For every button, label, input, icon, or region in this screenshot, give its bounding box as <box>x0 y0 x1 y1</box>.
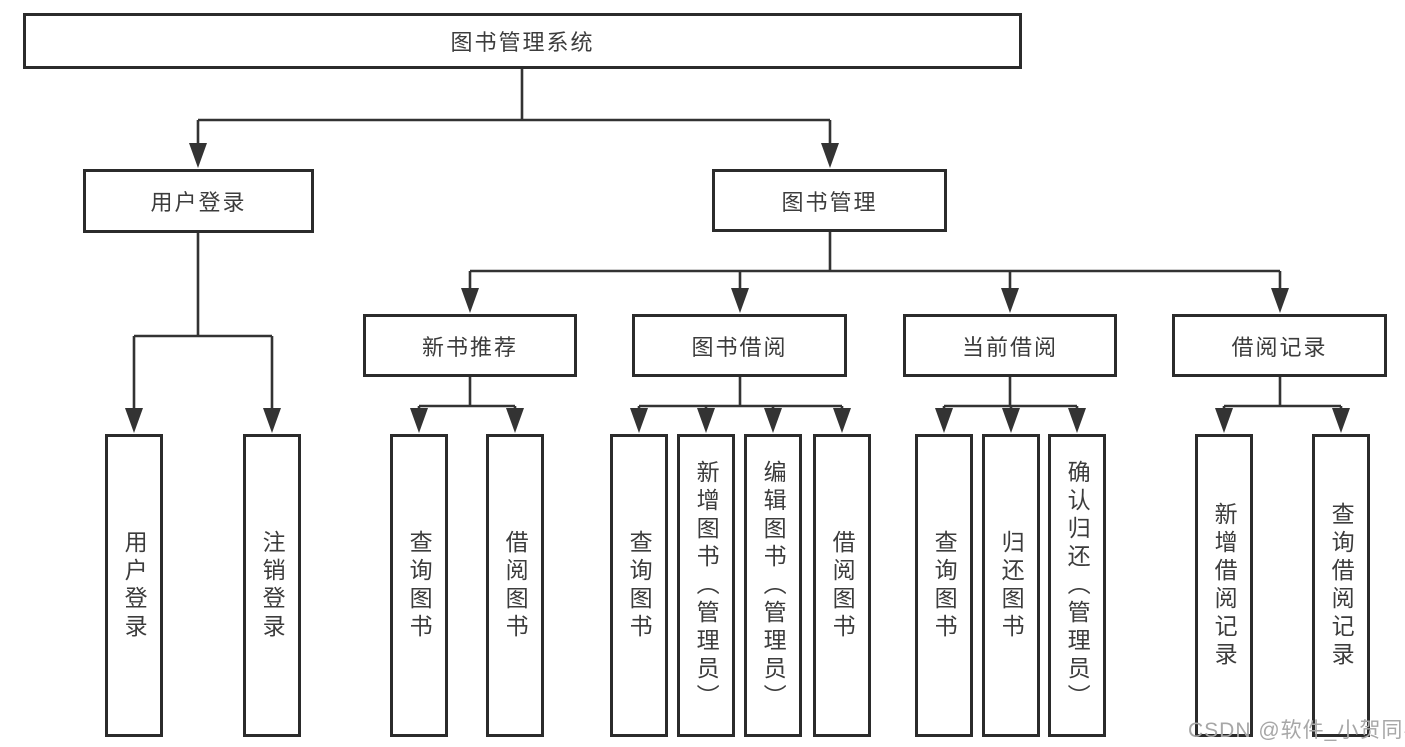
node-user-login: 用户登录 <box>83 169 314 233</box>
connector-user-login-to-leaves <box>125 233 281 433</box>
leaf-edit-books-admin-label: 编辑图书（管理员） <box>760 459 787 712</box>
node-book-borrow: 图书借阅 <box>632 314 847 377</box>
leaf-query-books-borrow-label: 查询图书 <box>626 529 653 642</box>
leaf-query-books-current-label: 查询图书 <box>931 529 958 642</box>
leaf-logout-label: 注销登录 <box>259 529 286 642</box>
node-book-management-label: 图书管理 <box>781 189 878 215</box>
connector-book-management-to-level3 <box>461 232 1289 313</box>
node-root-system: 图书管理系统 <box>23 13 1022 69</box>
connector-root-to-level2 <box>189 69 839 168</box>
leaf-confirm-return-admin: 确认归还（管理员） <box>1048 434 1106 737</box>
node-new-book-recommend-label: 新书推荐 <box>421 334 518 360</box>
node-borrow-record: 借阅记录 <box>1172 314 1387 377</box>
node-new-book-recommend: 新书推荐 <box>363 314 577 377</box>
leaf-query-borrow-record-label: 查询借阅记录 <box>1328 501 1355 670</box>
connector-borrow-record-to-leaves <box>1215 377 1350 433</box>
leaf-return-books: 归还图书 <box>982 434 1040 737</box>
connector-book-borrow-to-leaves <box>630 377 851 433</box>
leaf-borrow-books-recommend: 借阅图书 <box>486 434 544 737</box>
leaf-user-login: 用户登录 <box>105 434 163 737</box>
leaf-query-borrow-record: 查询借阅记录 <box>1312 434 1370 737</box>
connector-current-borrow-to-leaves <box>935 377 1086 433</box>
node-user-login-label: 用户登录 <box>150 190 247 215</box>
node-borrow-record-label: 借阅记录 <box>1231 334 1328 360</box>
leaf-add-borrow-record-label: 新增借阅记录 <box>1211 501 1238 670</box>
connector-new-book-recommend-to-leaves <box>410 377 524 433</box>
leaf-logout: 注销登录 <box>243 434 301 737</box>
leaf-add-borrow-record: 新增借阅记录 <box>1195 434 1253 737</box>
leaf-user-login-label: 用户登录 <box>121 529 148 642</box>
leaf-borrow-books: 借阅图书 <box>813 434 871 737</box>
leaf-query-books-recommend-label: 查询图书 <box>406 529 433 642</box>
node-book-management: 图书管理 <box>712 169 947 232</box>
leaf-confirm-return-admin-label: 确认归还（管理员） <box>1064 459 1091 712</box>
node-book-borrow-label: 图书借阅 <box>691 334 788 360</box>
leaf-borrow-books-label: 借阅图书 <box>829 529 856 642</box>
node-current-borrow: 当前借阅 <box>903 314 1117 377</box>
leaf-query-books-borrow: 查询图书 <box>610 434 668 737</box>
leaf-edit-books-admin: 编辑图书（管理员） <box>744 434 802 737</box>
leaf-query-books-recommend: 查询图书 <box>390 434 448 737</box>
leaf-borrow-books-recommend-label: 借阅图书 <box>502 529 529 642</box>
node-current-borrow-label: 当前借阅 <box>961 334 1058 360</box>
leaf-add-books-admin-label: 新增图书（管理员） <box>693 459 720 712</box>
leaf-query-books-current: 查询图书 <box>915 434 973 737</box>
csdn-watermark: CSDN @软件_小贺同学 <box>1188 719 1405 742</box>
node-root-label: 图书管理系统 <box>450 30 595 55</box>
leaf-add-books-admin: 新增图书（管理员） <box>677 434 735 737</box>
leaf-return-books-label: 归还图书 <box>998 529 1025 642</box>
